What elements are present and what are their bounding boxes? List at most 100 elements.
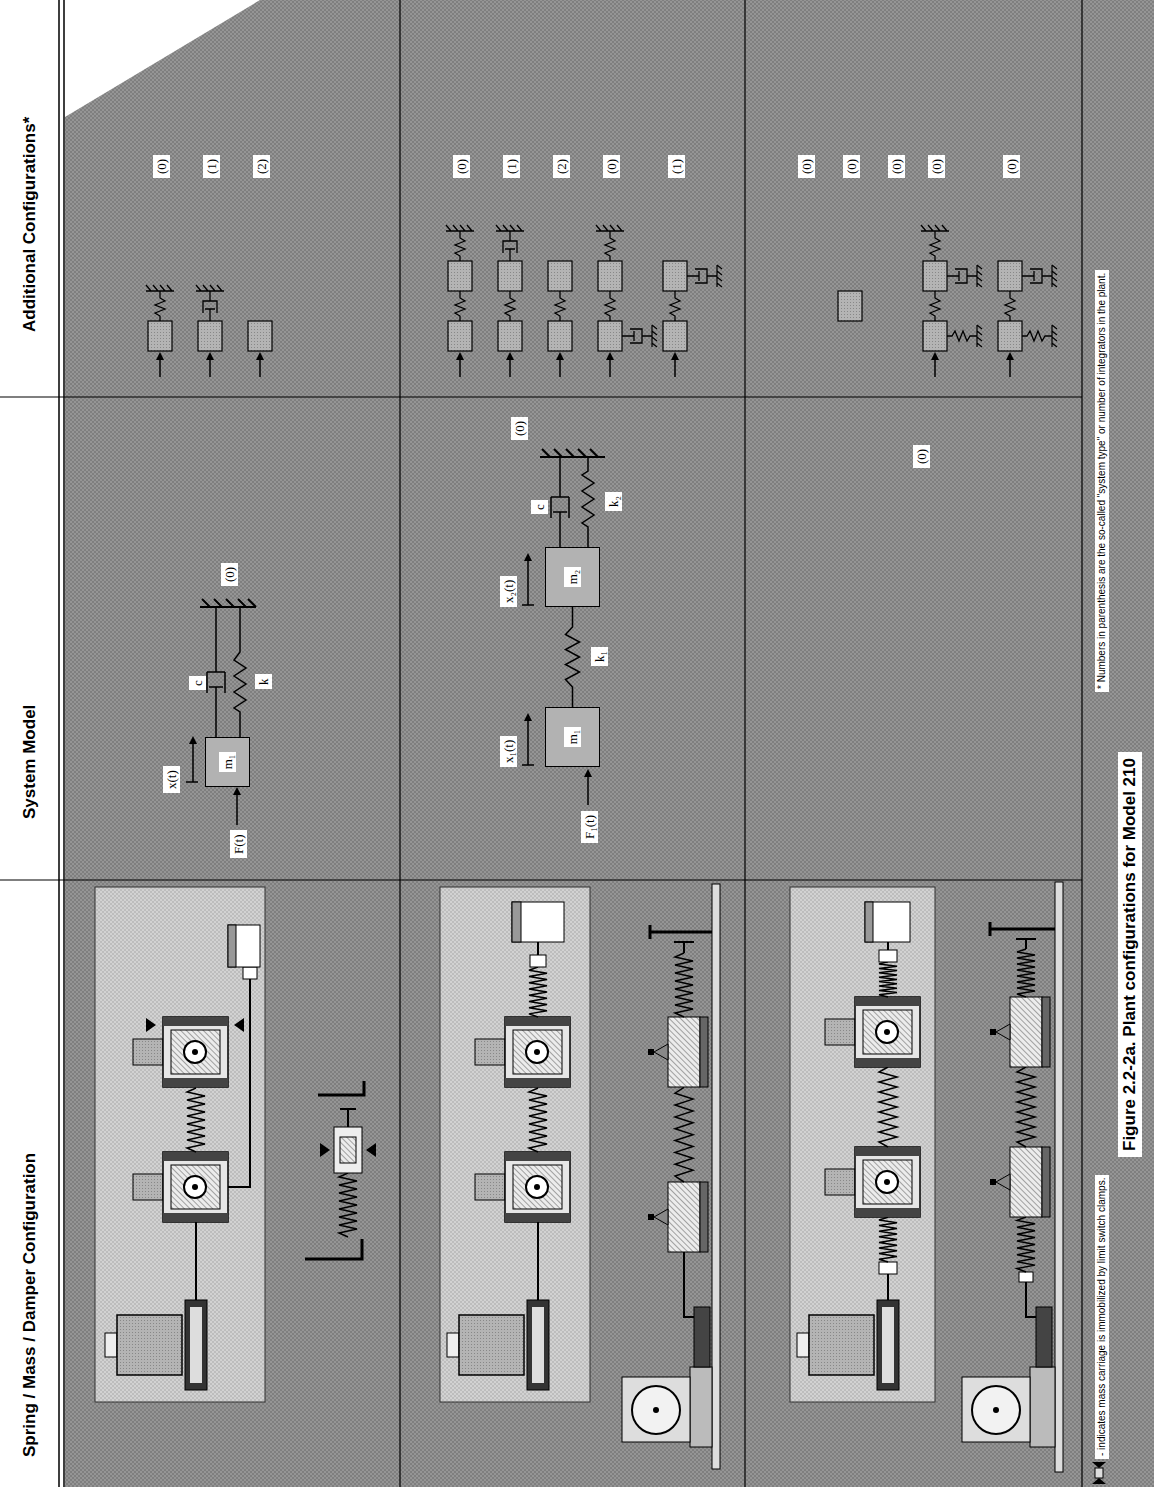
- mass-block: m₁: [545, 707, 600, 767]
- system-type-label-holder: (0): [220, 563, 238, 586]
- parameter-label-holder: k₂: [604, 492, 622, 511]
- hardware-drawing-row2-part: [440, 887, 590, 1402]
- hardware-drawing-row3-part: [879, 1067, 897, 1147]
- hardware-drawing-row1-part: [340, 1137, 356, 1163]
- additional-configuration-drawing-part: [663, 261, 687, 291]
- signal-label: F(t): [230, 831, 247, 859]
- figure-caption-holder: Figure 2.2-2a. Plant configurations for …: [1118, 752, 1142, 1157]
- system-model-drawing-part: [551, 457, 569, 547]
- additional-configuration-drawing-part: [947, 269, 977, 283]
- mass-block: m₂: [545, 547, 600, 607]
- hardware-drawing-row2-part: [700, 1017, 708, 1087]
- hardware-drawing-row3-part: [990, 1174, 1010, 1190]
- system-model-drawing-part: [522, 719, 534, 765]
- additional-configuration-drawing-part: [671, 352, 679, 377]
- signal-label-holder: F(t): [229, 831, 247, 859]
- hardware-drawing-row3-part: [1042, 997, 1050, 1067]
- additional-configuration-drawing-part: [448, 261, 472, 291]
- mass-block: m₁: [205, 737, 250, 787]
- hardware-drawing-row1-part: [228, 925, 236, 967]
- additional-configuration-drawing-part: [663, 321, 687, 351]
- parameter-label-holder: c: [188, 676, 206, 690]
- additional-configuration-drawing-part: [496, 225, 524, 231]
- column-header-holder: Spring / Mass / Damper Configuration: [20, 1153, 40, 1457]
- signal-label-holder: x₁(t): [499, 736, 517, 767]
- mass-label: m₁: [219, 752, 236, 773]
- hardware-drawing-row1-part: [187, 1088, 205, 1152]
- hardware-drawing-row3-part: [790, 887, 935, 1402]
- additional-configuration-drawing-part: [506, 352, 514, 377]
- system-type-label: (2): [553, 155, 570, 178]
- hardware-drawing-row3-part: [993, 1407, 999, 1413]
- table-rules-part: [400, 0, 1082, 1487]
- column-header: Spring / Mass / Damper Configuration: [20, 1153, 40, 1457]
- system-model-drawing-part: [540, 449, 605, 457]
- hardware-drawing-row3-part: [865, 902, 910, 942]
- additional-configuration-drawing-part: [977, 325, 982, 347]
- system-model-drawing-part: [584, 769, 592, 777]
- additional-configuration-drawing-part: [921, 225, 949, 231]
- signal-label-holder: F₁(t): [580, 811, 598, 843]
- hardware-drawing-row2-part: [653, 1407, 659, 1413]
- additional-configuration-drawing-part: [923, 321, 947, 351]
- hardware-drawing-row3-part: [879, 950, 897, 962]
- additional-configuration-drawing-part: [498, 261, 522, 291]
- table-rules-part: [0, 397, 1082, 880]
- table-ground-part: [65, 0, 260, 117]
- additional-configuration-drawing-part: [1005, 291, 1015, 321]
- hardware-drawing-row2-part: [537, 942, 539, 955]
- table-rules: [0, 0, 1082, 1487]
- hardware-drawing-row2-part: [694, 1307, 710, 1367]
- system-type-label-holder: (0): [602, 155, 620, 178]
- hardware-drawing-row1-part: [195, 1222, 197, 1300]
- system-type-label: (0): [221, 563, 238, 586]
- clamp-symbol-part: [1092, 1478, 1106, 1484]
- hardware-drawing-row1-part: [243, 967, 257, 979]
- system-model-drawing-part: [186, 742, 198, 782]
- hardware-drawing-row3-part: [887, 1274, 889, 1300]
- system-type-label: (0): [843, 155, 860, 178]
- hardware-drawing-row3-part: [1017, 1067, 1035, 1147]
- additional-configuration-drawing-part: [998, 321, 1022, 351]
- hardware-drawing-row2-part: [475, 1017, 570, 1087]
- parameter-label: c: [531, 500, 548, 514]
- hardware-drawing-row3-part: [1016, 939, 1036, 949]
- additional-configuration-drawing-part: [596, 225, 624, 231]
- system-type-label: (0): [888, 155, 905, 178]
- additional-configuration-drawing-part: [931, 352, 939, 377]
- system-type-label: (0): [603, 155, 620, 178]
- mass-label: m₁: [564, 727, 581, 748]
- hardware-drawing-row3-part: [825, 997, 920, 1067]
- hardware-drawing-row1-part: [305, 1239, 362, 1259]
- hardware-drawing-row2-part: [622, 1377, 690, 1442]
- additional-configuration-drawing-part: [1006, 352, 1014, 377]
- hardware-drawing-row2-part: [668, 1182, 700, 1252]
- hardware-drawing-row3-part: [879, 962, 897, 997]
- signal-label-holder: x(t): [162, 766, 180, 793]
- hardware-drawing-row2-part: [712, 884, 720, 1469]
- footnote-text-holder: * Numbers in parenthesis are the so-call…: [1091, 270, 1109, 692]
- hardware-drawing-row3-part: [879, 1262, 897, 1274]
- additional-configuration-drawing-part: [598, 261, 622, 291]
- hardware-drawing-row1-part: [339, 1173, 357, 1237]
- additional-configuration-drawing-part: [248, 321, 272, 351]
- system-model-drawing-part: [189, 736, 197, 744]
- additional-configuration-drawing-part: [622, 329, 652, 343]
- system-type-label-holder: (0): [797, 155, 815, 178]
- footnote-text: - indicates mass carriage is immobilized…: [1095, 1175, 1109, 1459]
- system-type-label: (2): [253, 155, 270, 178]
- column-header: System Model: [20, 705, 40, 819]
- system-type-label-holder: (0): [912, 445, 930, 468]
- additional-configuration-drawing-part: [256, 352, 264, 377]
- hardware-drawing-row1: [95, 887, 376, 1402]
- clamp-symbol-part: [1095, 1468, 1103, 1478]
- hardware-drawing-row1-part: [334, 1127, 362, 1173]
- system-type-label: (0): [913, 445, 930, 468]
- additional-configuration-drawing-part: [148, 321, 172, 351]
- hardware-drawing-row3-part: [1026, 1282, 1036, 1317]
- hardware-drawing-row2: [440, 884, 720, 1469]
- system-type-label-holder: (0): [510, 417, 528, 440]
- hardware-drawing-row2-part: [512, 902, 564, 942]
- parameter-label: k: [255, 675, 272, 690]
